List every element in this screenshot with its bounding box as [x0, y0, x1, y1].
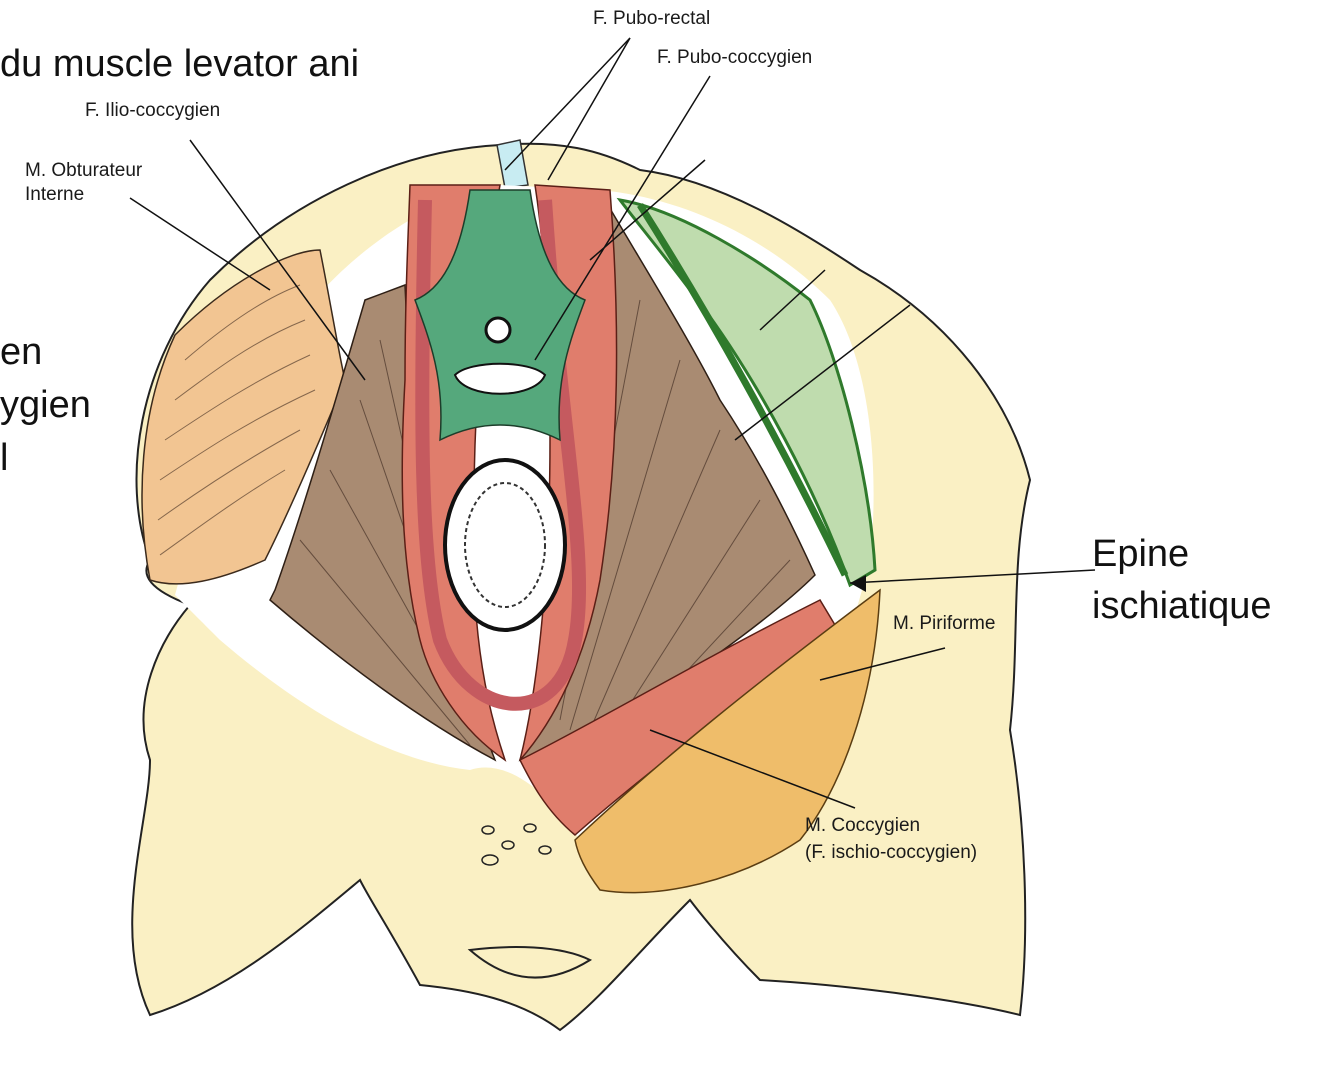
left-fragment-1: en: [0, 330, 42, 376]
left-fragment-3: l: [0, 436, 8, 482]
title-fragment: du muscle levator ani: [0, 42, 359, 88]
label-coccygien-line2: (F. ischio-coccygien): [805, 842, 977, 864]
label-coccygien-line1: M. Coccygien: [805, 815, 920, 837]
urethra-orifice: [486, 318, 510, 342]
left-fragment-2: ygien: [0, 383, 91, 429]
label-piriforme: M. Piriforme: [893, 613, 995, 635]
label-pubo-coccygien: F. Pubo-coccygien: [657, 47, 812, 69]
label-ilio-coccygien: F. Ilio-coccygien: [85, 100, 220, 122]
label-obturateur-line2: Interne: [25, 184, 84, 206]
label-epine-line2: ischiatique: [1092, 584, 1272, 630]
label-epine-line1: Epine: [1092, 532, 1189, 578]
label-pubo-rectal: F. Pubo-rectal: [593, 8, 710, 30]
label-obturateur-line1: M. Obturateur: [25, 160, 142, 182]
anal-canal-inner: [465, 483, 545, 607]
